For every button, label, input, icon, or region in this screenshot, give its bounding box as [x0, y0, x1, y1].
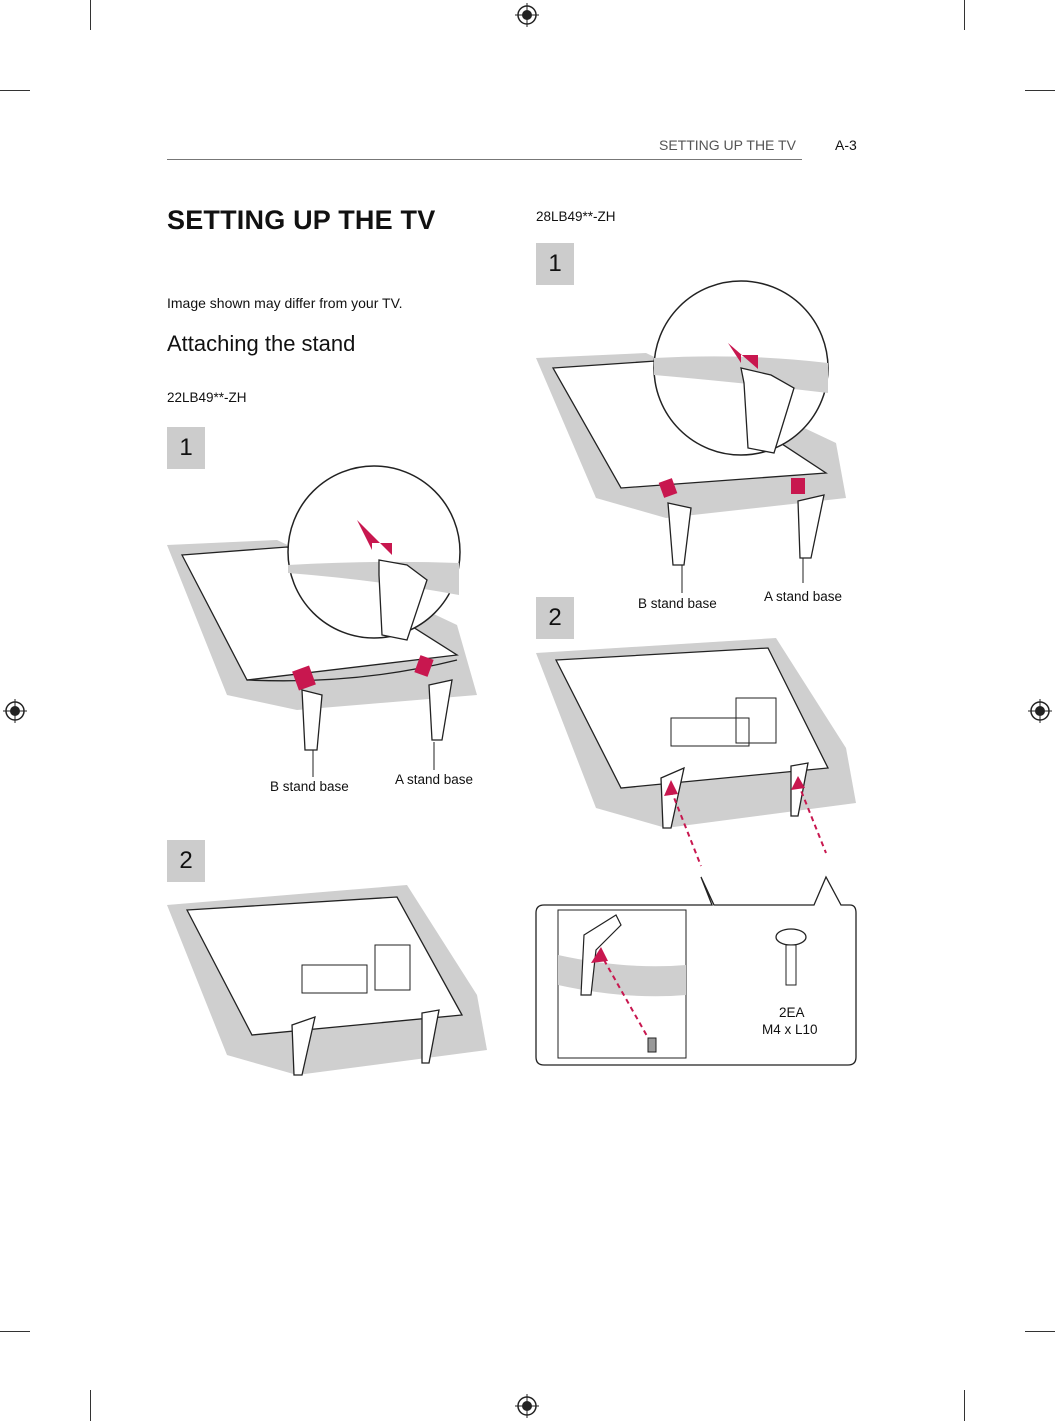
- step-number: 2: [536, 597, 574, 639]
- section-heading: Attaching the stand: [167, 331, 356, 356]
- tv-stand-attach-illustration: [167, 465, 477, 777]
- crop-mark: [90, 0, 91, 30]
- model-name: 28LB49**-ZH: [536, 209, 616, 224]
- page-title: SETTING UP THE TV: [167, 205, 436, 235]
- registration-mark-icon: [515, 3, 539, 27]
- crop-mark: [0, 90, 30, 91]
- model-name: 22LB49**-ZH: [167, 390, 247, 405]
- tv-stand-attached-illustration: [167, 885, 487, 1076]
- disclaimer-note: Image shown may differ from your TV.: [167, 295, 403, 311]
- registration-mark-icon: [3, 699, 27, 723]
- registration-mark-icon: [1028, 699, 1052, 723]
- screw-size: M4 x L10: [762, 1022, 818, 1037]
- header-rule: [167, 159, 802, 160]
- page-number: A-3: [835, 137, 857, 153]
- registration-mark-icon: [515, 1394, 539, 1418]
- tv-stand-attach-illustration: [536, 280, 846, 593]
- crop-mark: [1025, 90, 1055, 91]
- tv-stand-screw-illustration: [536, 638, 856, 867]
- crop-mark: [0, 1331, 30, 1332]
- b-stand-base-label: B stand base: [638, 596, 717, 611]
- step-number: 2: [167, 840, 205, 882]
- running-header: SETTING UP THE TV: [659, 137, 796, 153]
- step-number: 1: [167, 427, 205, 469]
- crop-mark: [964, 1390, 965, 1421]
- crop-mark: [964, 0, 965, 30]
- screw-callout-box: [535, 875, 857, 1066]
- screw-quantity: 2EA: [779, 1005, 805, 1020]
- b-stand-base-label: B stand base: [270, 779, 349, 794]
- crop-mark: [1025, 1331, 1055, 1332]
- step-number: 1: [536, 243, 574, 285]
- a-stand-base-label: A stand base: [764, 589, 843, 604]
- crop-mark: [90, 1390, 91, 1421]
- a-stand-base-label: A stand base: [395, 772, 474, 787]
